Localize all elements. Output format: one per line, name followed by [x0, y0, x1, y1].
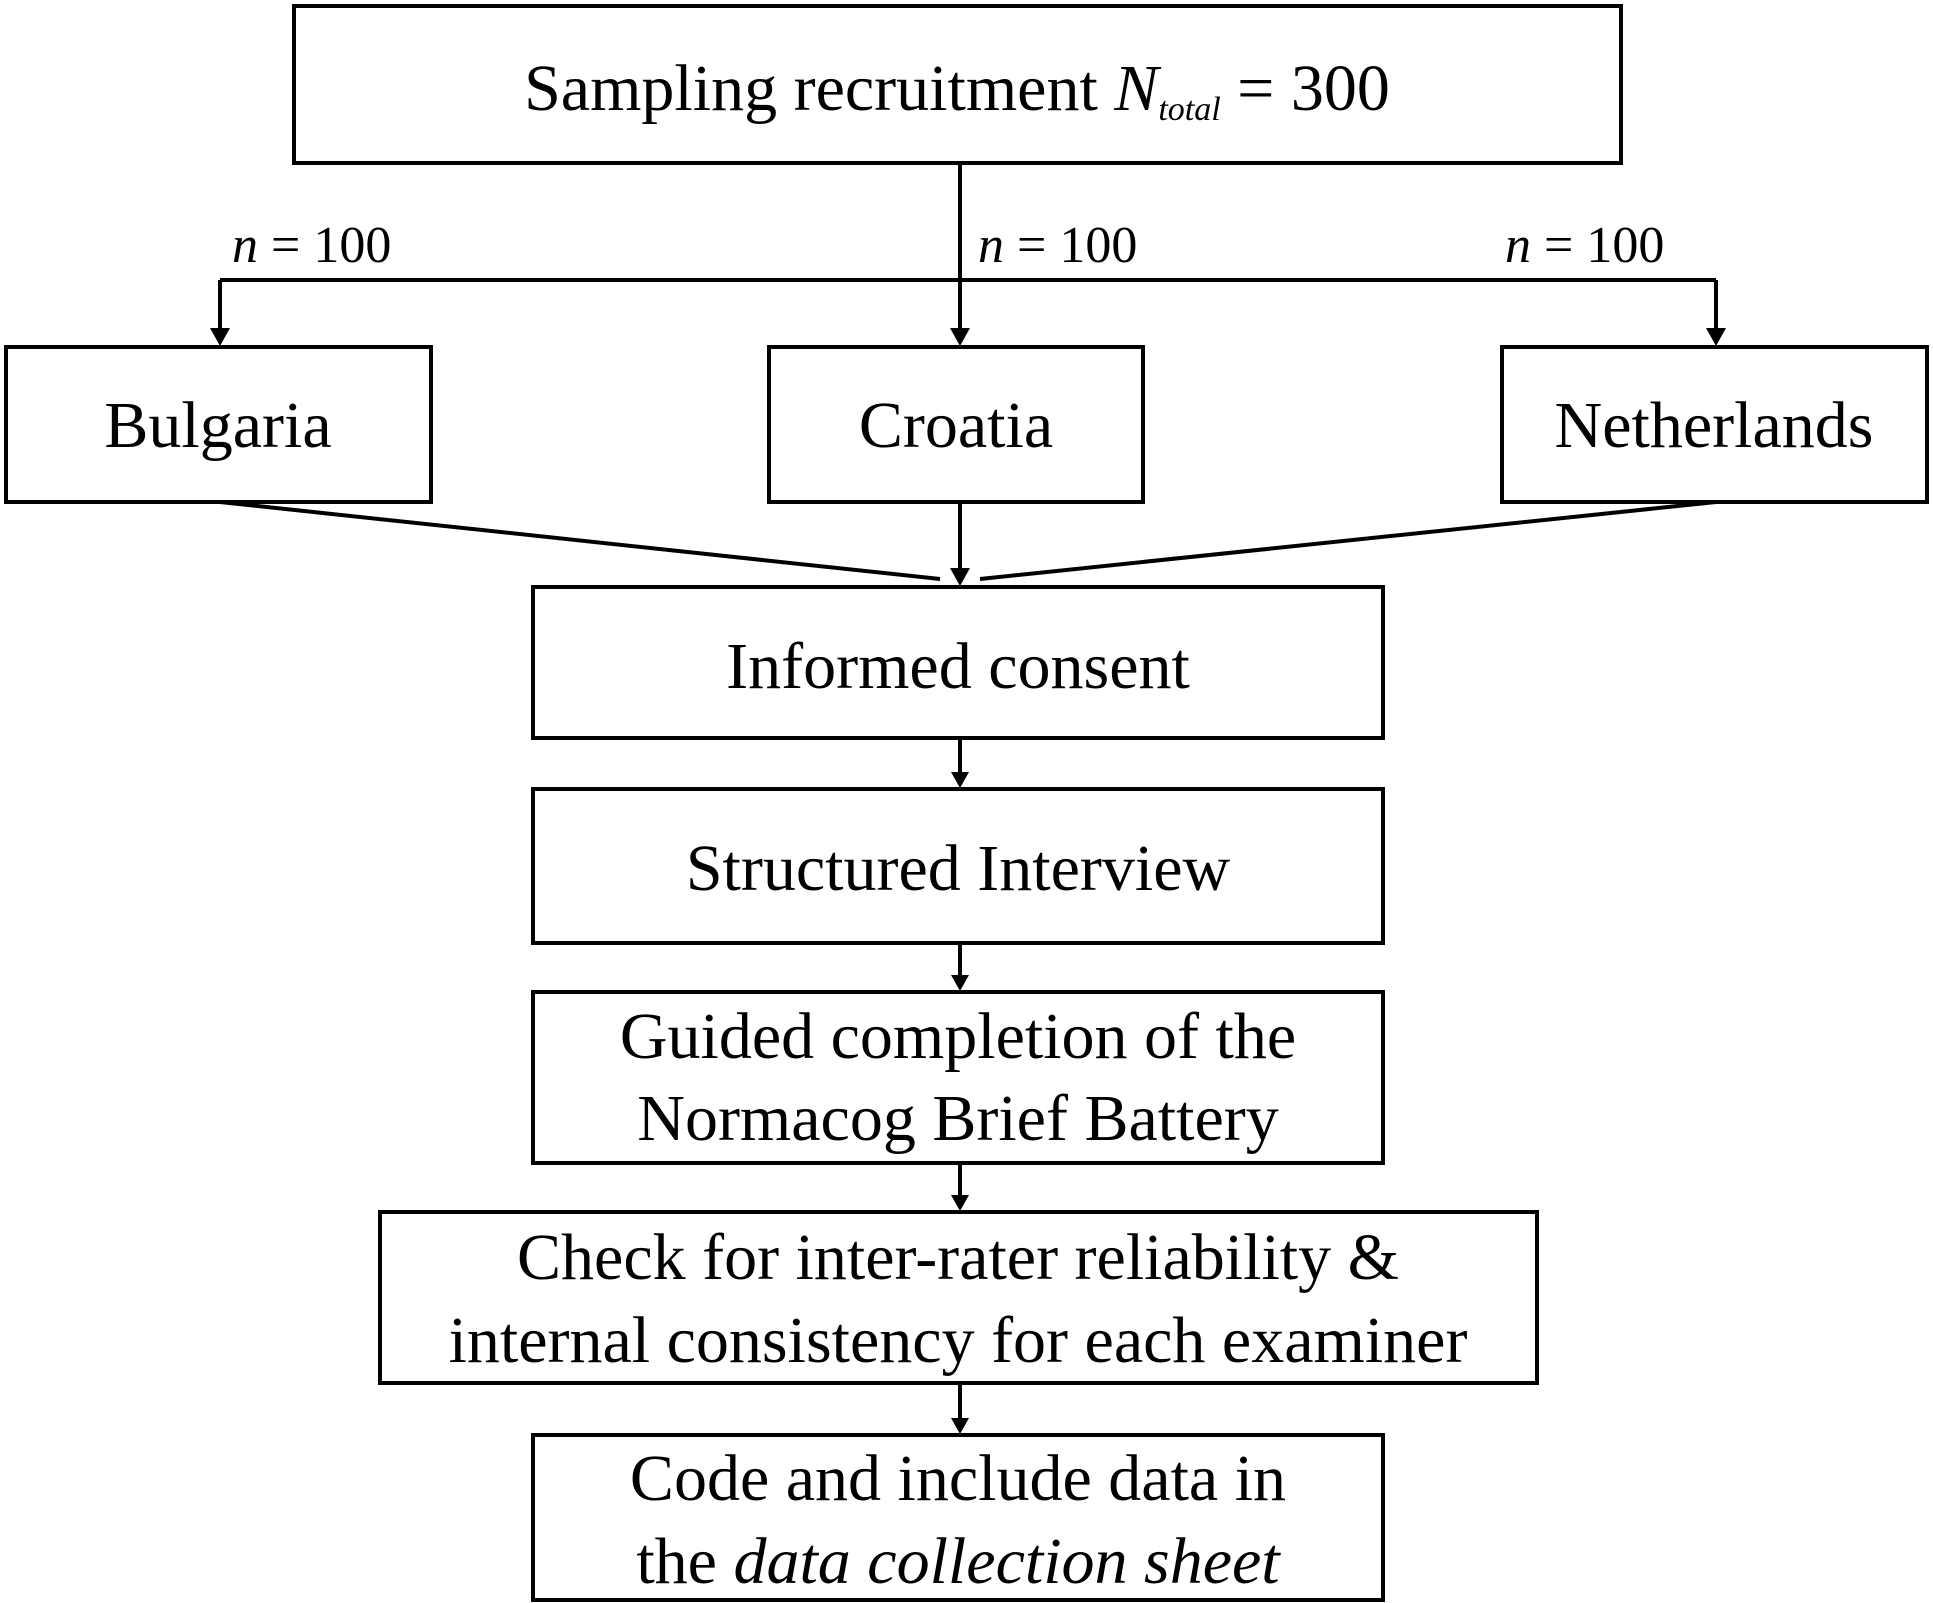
bulgaria-text: Bulgaria	[104, 389, 331, 462]
check-text-line2: internal consistency for each examiner	[449, 1304, 1468, 1377]
code-text-line1: Code and include data in	[630, 1442, 1286, 1515]
branch-label-bulgaria: n = 100	[232, 217, 391, 274]
check-box: Check for inter-rater reliability & inte…	[378, 1210, 1539, 1385]
bulgaria-box: Bulgaria	[4, 345, 433, 504]
arrowhead-bulgaria	[210, 328, 230, 346]
arrowhead-croatia	[950, 328, 970, 346]
sampling-box: Sampling recruitment Ntotal = 300	[292, 4, 1623, 165]
connectors	[210, 163, 1726, 1434]
interview-text: Structured Interview	[686, 832, 1231, 905]
branch-label-netherlands: n = 100	[1505, 217, 1664, 274]
arrowhead-netherlands	[1706, 328, 1726, 346]
consent-box: Informed consent	[531, 585, 1385, 740]
arrowhead-consent	[950, 568, 970, 586]
branch-label-croatia: n = 100	[978, 217, 1137, 274]
consent-text: Informed consent	[726, 630, 1190, 703]
arrowhead-guided	[951, 975, 969, 991]
code-box: Code and include data in the data collec…	[531, 1433, 1385, 1602]
netherlands-text: Netherlands	[1555, 389, 1874, 462]
interview-box: Structured Interview	[531, 787, 1385, 945]
guided-text-line2: Normacog Brief Battery	[637, 1082, 1278, 1155]
sampling-text: Sampling recruitment Ntotal = 300	[524, 52, 1390, 128]
arrowhead-code	[951, 1418, 969, 1434]
croatia-box: Croatia	[767, 345, 1145, 504]
croatia-text: Croatia	[859, 389, 1053, 462]
check-text-line1: Check for inter-rater reliability &	[517, 1221, 1399, 1294]
arrowhead-check	[951, 1195, 969, 1211]
guided-box: Guided completion of the Normacog Brief …	[531, 990, 1385, 1165]
code-text-line2: the data collection sheet	[636, 1525, 1281, 1598]
netherlands-box: Netherlands	[1500, 345, 1929, 504]
connector-netherlands-to-consent	[979, 500, 1717, 581]
guided-text-line1: Guided completion of the	[620, 1000, 1296, 1073]
arrowhead-interview	[951, 772, 969, 788]
connector-bulgaria-to-consent	[219, 500, 941, 581]
